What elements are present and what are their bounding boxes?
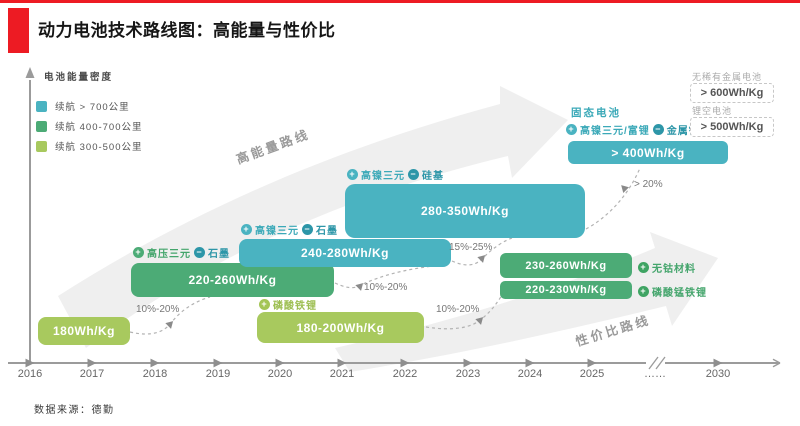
x-axis-end-arrow-icon — [772, 358, 781, 368]
materials-220-260: + 高压三元 − 石墨 — [133, 245, 230, 260]
material-add-label: 高压三元 — [147, 249, 191, 260]
bar-230-260wh: 230-260Wh/Kg — [500, 253, 632, 278]
future-battery-value-box: > 500Wh/Kg — [690, 117, 774, 137]
year-tick: 2030 — [705, 368, 731, 380]
transition-pct: 10%-20% — [364, 282, 408, 293]
y-axis-label: 电池能量密度 — [44, 72, 114, 83]
plus-icon: + — [566, 124, 577, 135]
year-tick: 2024 — [517, 368, 543, 380]
legend-label: 续航 > 700公里 — [55, 102, 130, 113]
material-add-label: 磷酸铁锂 — [273, 301, 317, 312]
data-source: 数据来源：德勤 — [34, 405, 115, 416]
future-battery-label: 无稀有金属电池 — [692, 72, 763, 82]
material-add-label: 高镍三元/富锂 — [580, 126, 650, 137]
y-axis — [25, 67, 35, 363]
legend-item: 续航 > 700公里 — [36, 99, 143, 113]
year-tick: 2019 — [205, 368, 231, 380]
material-remove-label: 石墨 — [316, 226, 338, 237]
plus-icon: + — [347, 169, 358, 180]
solid-state-title: 固态电池 — [571, 107, 621, 119]
year-tick: 2016 — [17, 368, 43, 380]
year-tick-break: …… — [644, 368, 666, 380]
year-tick: 2018 — [142, 368, 168, 380]
material-remove-label: 硅基 — [422, 171, 444, 182]
minus-icon: − — [194, 247, 205, 258]
top-red-line — [0, 0, 800, 3]
year-tick: 2022 — [392, 368, 418, 380]
material-add-label: 无钴材料 — [652, 264, 696, 275]
future-battery-label: 锂空电池 — [692, 106, 733, 116]
page-title: 动力电池技术路线图：高能量与性价比 — [38, 21, 336, 40]
legend-label: 续航 400-700公里 — [55, 122, 143, 133]
legend-label: 续航 300-500公里 — [55, 142, 143, 153]
timeline-break-icon — [646, 355, 666, 371]
legend-item: 续航 300-500公里 — [36, 139, 143, 153]
materials-230-260: + 无钴材料 — [638, 260, 696, 275]
year-tick: 2017 — [79, 368, 105, 380]
material-remove-label: 石墨 — [208, 249, 230, 260]
legend-swatch-green — [36, 120, 47, 132]
y-axis-arrow-icon — [25, 67, 35, 78]
bar-180-200wh: 180-200Wh/Kg — [257, 312, 424, 343]
materials-solid-state: + 高镍三元/富锂 − 金属锂 — [566, 122, 700, 137]
year-tick: 2020 — [267, 368, 293, 380]
minus-icon: − — [302, 224, 313, 235]
legend: 续航 > 700公里 续航 400-700公里 续航 300-500公里 — [36, 99, 143, 153]
legend-item: 续航 400-700公里 — [36, 119, 143, 133]
red-logo-block — [8, 8, 29, 53]
legend-swatch-teal — [36, 100, 47, 112]
material-add-label: 高镍三元 — [361, 171, 405, 182]
materials-280-350: + 高镍三元 − 硅基 — [347, 167, 444, 182]
transition-pct: 10%-20% — [136, 304, 180, 315]
transition-pct: 10%-20% — [436, 304, 480, 315]
plus-icon: + — [259, 299, 270, 310]
bar-280-350wh: 280-350Wh/Kg — [345, 184, 585, 238]
transition-pct: 15%-25% — [449, 242, 493, 253]
plus-icon: + — [241, 224, 252, 235]
plus-icon: + — [638, 286, 649, 297]
materials-180-200: + 磷酸铁锂 — [259, 297, 317, 312]
year-tick: 2023 — [455, 368, 481, 380]
future-battery-value-box: > 600Wh/Kg — [690, 83, 774, 103]
legend-swatch-lightgreen — [36, 140, 47, 152]
bar-240-280wh: 240-280Wh/Kg — [239, 239, 451, 267]
bar-180wh: 180Wh/Kg — [38, 317, 130, 345]
plus-icon: + — [638, 262, 649, 273]
transition-pct: > 20% — [634, 179, 663, 190]
bar-220-230wh: 220-230Wh/Kg — [500, 281, 632, 299]
year-tick: 2021 — [329, 368, 355, 380]
material-add-label: 高镍三元 — [255, 226, 299, 237]
year-tick: 2025 — [579, 368, 605, 380]
x-axis — [8, 355, 781, 371]
plus-icon: + — [133, 247, 144, 258]
high-energy-route-arrow — [58, 86, 568, 348]
bar-220-260wh: 220-260Wh/Kg — [131, 263, 334, 297]
minus-icon: − — [652, 124, 664, 135]
bar-400wh-solid-state: > 400Wh/Kg — [568, 141, 728, 164]
minus-icon: − — [408, 169, 419, 180]
materials-240-280: + 高镍三元 − 石墨 — [241, 222, 338, 237]
material-add-label: 磷酸锰铁锂 — [652, 288, 707, 299]
materials-220-230: + 磷酸锰铁锂 — [638, 284, 707, 299]
material-remove-label: 金属锂 — [666, 126, 700, 137]
